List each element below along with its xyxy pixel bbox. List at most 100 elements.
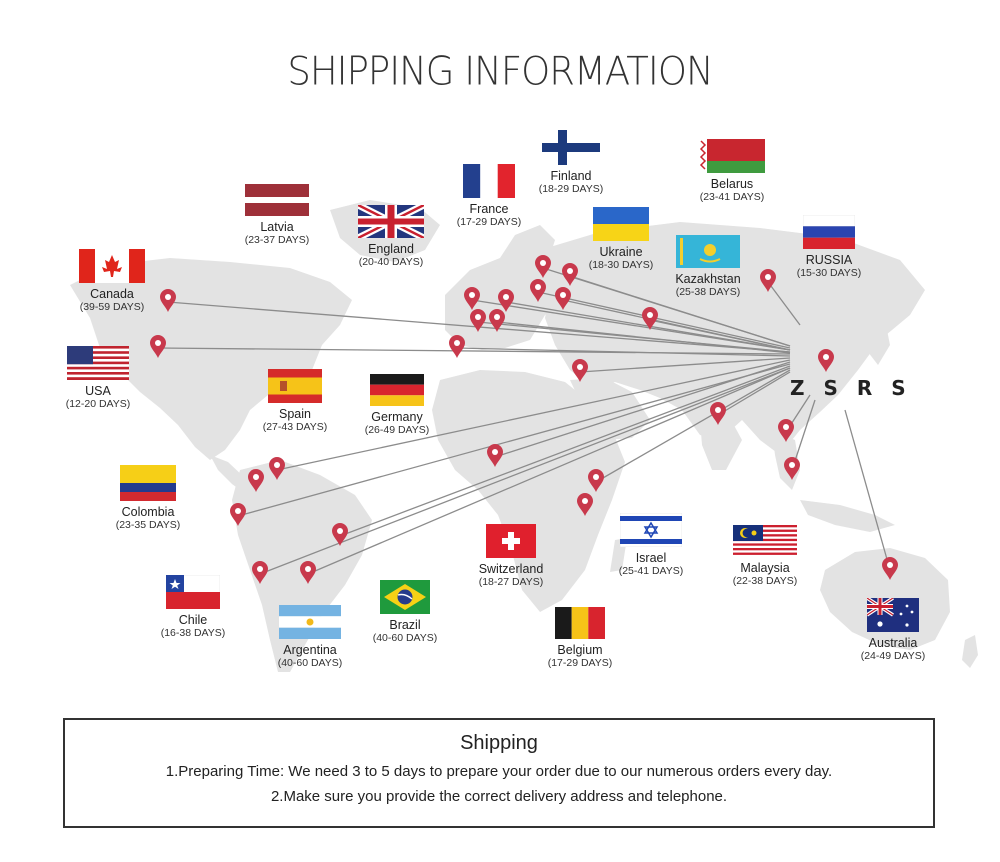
delivery-days: (40-60 DAYS) (372, 632, 438, 644)
location-pin-icon (562, 263, 578, 286)
country-name: Belarus (710, 177, 754, 191)
location-pin-dot (715, 407, 721, 413)
ukraine-flag-icon (593, 207, 649, 241)
page-title: SHIPPING INFORMATION (287, 48, 713, 95)
delivery-days: (39-59 DAYS) (79, 301, 145, 313)
shipping-info-box: Shipping 1.Preparing Time: We need 3 to … (63, 718, 935, 828)
location-pin-dot (593, 474, 599, 480)
location-pin-dot (494, 314, 500, 320)
country-england: England (20-40 DAYS) (336, 205, 446, 269)
country-name: Israel (635, 551, 667, 565)
location-pin-dot (165, 294, 171, 300)
shipping-line-1: 1.Preparing Time: We need 3 to 5 days to… (165, 763, 833, 780)
location-pin-icon (487, 444, 503, 467)
country-brazil: Brazil (40-60 DAYS) (350, 580, 460, 645)
location-pin-icon (449, 335, 465, 358)
canada-flag-icon (79, 249, 145, 283)
location-pin-icon (572, 359, 588, 382)
location-pin-dot (582, 498, 588, 504)
germany-flag-icon (370, 374, 424, 406)
finland-flag-icon (542, 130, 600, 165)
location-pin-dot (475, 314, 481, 320)
location-pin-icon (778, 419, 794, 442)
location-pin-icon (332, 523, 348, 546)
country-chile: Chile (16-38 DAYS) (138, 575, 248, 640)
country-name: Latvia (260, 220, 294, 234)
location-pin-icon (818, 349, 834, 372)
country-name: Australia (868, 636, 918, 650)
location-pin-dot (567, 268, 573, 274)
location-pin-dot (274, 462, 280, 468)
country-name: Germany (371, 410, 423, 424)
delivery-days: (22-38 DAYS) (732, 575, 798, 587)
israel-flag-icon (620, 513, 682, 547)
malaysia-flag-icon (733, 525, 797, 557)
location-pin-icon (588, 469, 604, 492)
country-argentina: Argentina (40-60 DAYS) (255, 605, 365, 670)
delivery-days: (40-60 DAYS) (277, 657, 343, 669)
location-pin-icon (464, 287, 480, 310)
location-pin-icon (252, 561, 268, 584)
location-pin-dot (305, 566, 311, 572)
location-pin-dot (887, 562, 893, 568)
location-pin-dot (503, 294, 509, 300)
country-name: Canada (90, 287, 134, 301)
location-pin-dot (492, 449, 498, 455)
country-name: Spain (279, 407, 311, 421)
chile-flag-icon (166, 575, 220, 609)
delivery-days: (17-29 DAYS) (456, 216, 522, 228)
location-pin-dot (540, 260, 546, 266)
country-spain: Spain (27-43 DAYS) (240, 369, 350, 434)
country-name: RUSSIA (805, 253, 853, 267)
delivery-days: (18-29 DAYS) (538, 183, 604, 195)
country-name: Finland (550, 169, 592, 183)
country-germany: Germany (26-49 DAYS) (342, 374, 452, 437)
argentina-flag-icon (279, 605, 341, 639)
country-australia: Australia (24-49 DAYS) (838, 598, 948, 663)
country-russia: RUSSIA (15-30 DAYS) (774, 215, 884, 280)
location-pin-dot (469, 292, 475, 298)
uk-flag-icon (358, 205, 424, 238)
location-pin-dot (535, 284, 541, 290)
delivery-days: (27-43 DAYS) (262, 421, 328, 433)
location-pin-dot (155, 340, 161, 346)
colombia-flag-icon (120, 465, 176, 501)
location-pin-icon (784, 457, 800, 480)
location-pin-dot (560, 292, 566, 298)
location-pin-icon (248, 469, 264, 492)
location-pin-dot (454, 340, 460, 346)
location-pin-dot (783, 424, 789, 430)
country-name: Ukraine (599, 245, 643, 259)
country-name: Argentina (283, 643, 337, 657)
france-flag-icon (463, 164, 515, 198)
country-kazakhstan: Kazakhstan (25-38 DAYS) (653, 235, 763, 299)
delivery-days: (23-37 DAYS) (244, 234, 310, 246)
delivery-days: (24-49 DAYS) (860, 650, 926, 662)
location-pin-icon (577, 493, 593, 516)
latvia-flag-icon (245, 184, 309, 216)
location-pin-icon (530, 279, 546, 302)
country-name: Malaysia (740, 561, 790, 575)
location-pin-dot (253, 474, 259, 480)
location-pin-icon (300, 561, 316, 584)
location-pin-icon (470, 309, 486, 332)
country-name: England (368, 242, 414, 256)
australia-flag-icon (867, 598, 919, 632)
brand-label: Z S R S (790, 376, 912, 400)
location-pin-dot (647, 312, 653, 318)
delivery-days: (26-49 DAYS) (364, 424, 430, 436)
location-pins (150, 255, 898, 584)
country-ukraine: Ukraine (18-30 DAYS) (566, 207, 676, 272)
country-name: Belgium (557, 643, 603, 657)
delivery-days: (20-40 DAYS) (358, 256, 424, 268)
country-switzerland: Switzerland (18-27 DAYS) (456, 524, 566, 589)
country-malaysia: Malaysia (22-38 DAYS) (710, 525, 820, 588)
delivery-days: (16-38 DAYS) (160, 627, 226, 639)
delivery-days: (15-30 DAYS) (796, 267, 862, 279)
delivery-days: (18-30 DAYS) (588, 259, 654, 271)
country-usa: USA (12-20 DAYS) (43, 346, 153, 411)
country-name: Kazakhstan (675, 272, 741, 286)
location-pin-icon (230, 503, 246, 526)
delivery-days: (25-41 DAYS) (618, 565, 684, 577)
belgium-flag-icon (555, 607, 605, 639)
